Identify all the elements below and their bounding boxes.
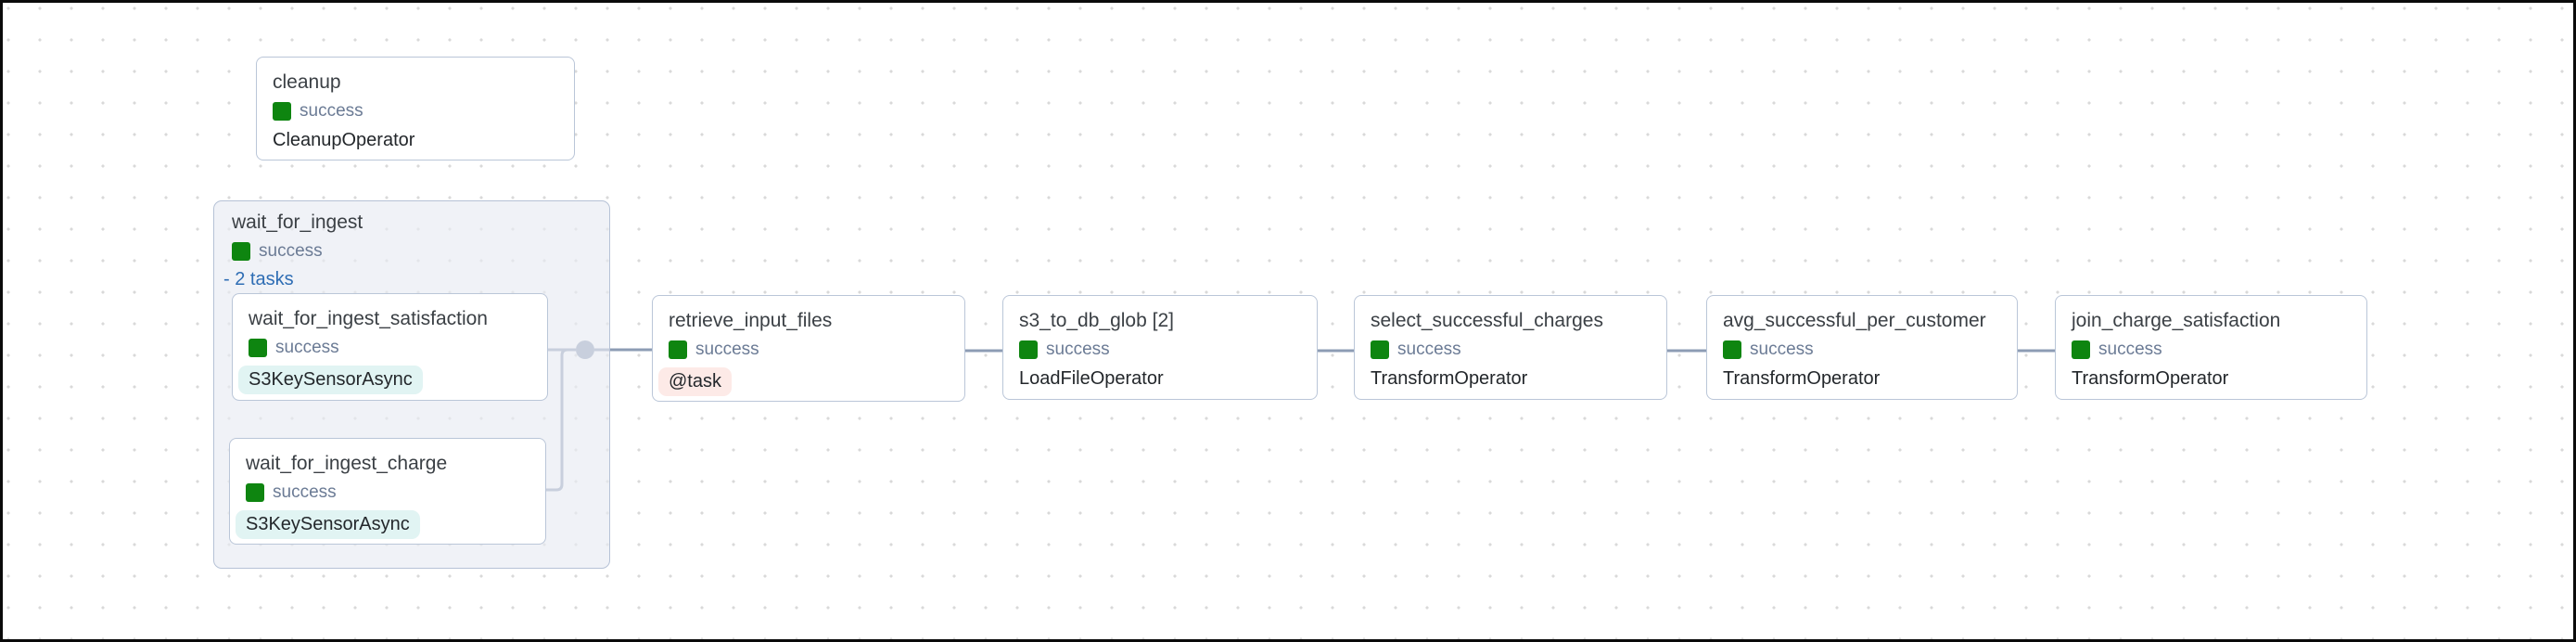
success-status-icon: [2072, 340, 2090, 359]
status-label: success: [1046, 340, 1110, 359]
task-group-name: wait_for_ingest: [232, 212, 363, 233]
success-status-icon: [232, 242, 250, 261]
task-name: wait_for_ingest_satisfaction: [249, 308, 488, 329]
status-row: success: [669, 339, 950, 361]
success-status-icon: [273, 102, 291, 121]
operator-label: TransformOperator: [1371, 368, 1528, 389]
task-name: cleanup: [273, 71, 341, 93]
task-name: s3_to_db_glob [2]: [1019, 310, 1174, 331]
operator-label: LoadFileOperator: [1019, 368, 1164, 389]
status-label: success: [275, 338, 339, 357]
status-row: success: [1019, 339, 1302, 361]
task-node-select-successful-charges[interactable]: select_successful_charges success Transf…: [1354, 295, 1667, 400]
success-status-icon: [1723, 340, 1741, 359]
status-row: success: [2072, 339, 2352, 361]
status-row: success: [249, 337, 532, 359]
operator-badge: S3KeySensorAsync: [238, 366, 423, 394]
task-name: retrieve_input_files: [669, 310, 833, 331]
status-label: success: [1397, 340, 1461, 359]
task-node-avg-successful-per-customer[interactable]: avg_successful_per_customer success Tran…: [1706, 295, 2018, 400]
status-row: success: [232, 241, 323, 262]
task-name: avg_successful_per_customer: [1723, 310, 1986, 331]
status-label: success: [695, 340, 759, 359]
status-label: success: [300, 101, 363, 121]
success-status-icon: [669, 340, 687, 359]
status-label: success: [2098, 340, 2162, 359]
success-status-icon: [249, 339, 267, 357]
operator-badge: S3KeySensorAsync: [236, 510, 420, 539]
status-label: success: [259, 241, 323, 261]
task-node-cleanup[interactable]: cleanup success CleanupOperator: [256, 57, 575, 160]
operator-label: TransformOperator: [1723, 368, 1881, 389]
status-row: success: [273, 100, 559, 122]
status-label: success: [273, 482, 337, 502]
status-row: success: [246, 482, 530, 504]
success-status-icon: [1019, 340, 1038, 359]
group-collapse-toggle[interactable]: - 2 tasks: [223, 269, 294, 289]
success-status-icon: [1371, 340, 1389, 359]
task-node-join-charge-satisfaction[interactable]: join_charge_satisfaction success Transfo…: [2055, 295, 2367, 400]
success-status-icon: [246, 483, 264, 502]
task-node-s3-to-db-glob[interactable]: s3_to_db_glob [2] success LoadFileOperat…: [1002, 295, 1318, 400]
task-name: select_successful_charges: [1371, 310, 1603, 331]
task-node-wait-for-ingest-satisfaction[interactable]: wait_for_ingest_satisfaction success S3K…: [232, 293, 548, 401]
status-row: success: [1723, 339, 2002, 361]
operator-label: TransformOperator: [2072, 368, 2229, 389]
task-name: wait_for_ingest_charge: [246, 453, 448, 474]
operator-label: CleanupOperator: [273, 130, 415, 150]
status-label: success: [1750, 340, 1814, 359]
task-name: join_charge_satisfaction: [2072, 310, 2281, 331]
status-row: success: [1371, 339, 1651, 361]
task-node-wait-for-ingest-charge[interactable]: wait_for_ingest_charge success S3KeySens…: [229, 438, 546, 545]
operator-badge: @task: [658, 367, 732, 396]
task-group-wait-for-ingest[interactable]: wait_for_ingest success - 2 tasks wait_f…: [213, 200, 610, 569]
task-node-retrieve-input-files[interactable]: retrieve_input_files success @task: [652, 295, 965, 402]
